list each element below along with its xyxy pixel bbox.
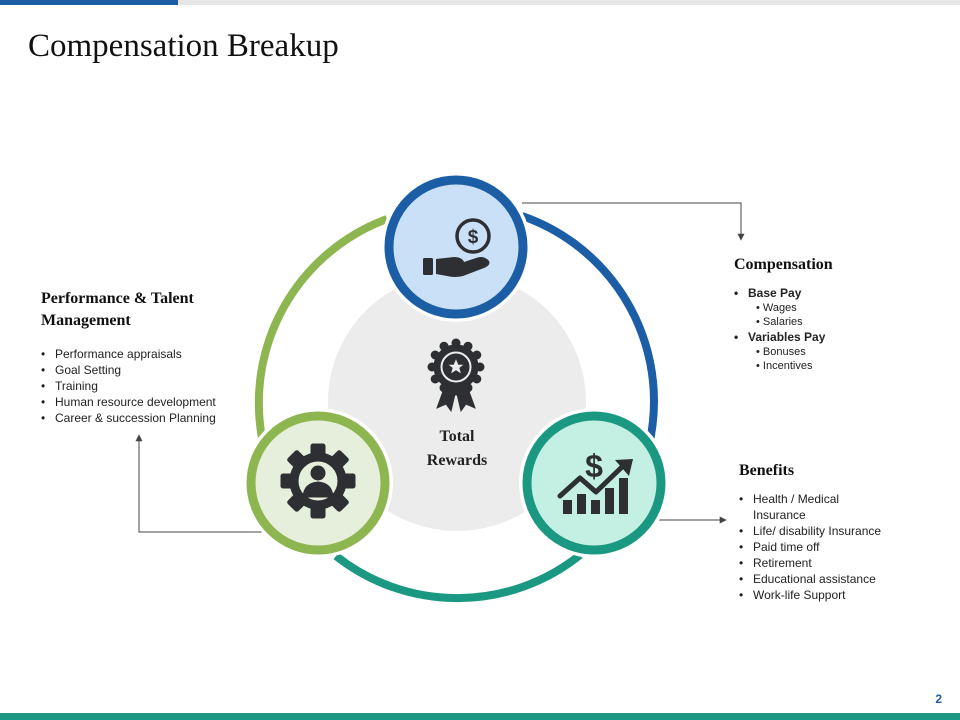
performance-list: Performance appraisals Goal Setting Trai…: [41, 346, 241, 426]
sub-list: Wages Salaries: [748, 301, 934, 329]
svg-text:$: $: [585, 448, 603, 484]
top-bar: [0, 0, 960, 5]
node-benefits: [519, 408, 669, 558]
center-label-line2: Rewards: [426, 452, 488, 469]
sub-list-item: Wages: [756, 301, 934, 315]
ring-segment-green: [254, 215, 389, 439]
compensation-block: Compensation Base Pay Wages Salaries Var…: [734, 254, 934, 373]
node-compensation: [381, 172, 531, 322]
performance-title-line1: Performance & Talent: [41, 290, 194, 307]
compensation-title: Compensation: [734, 256, 833, 273]
list-item: Performance appraisals: [41, 346, 241, 362]
list-item: Work-life Support: [739, 587, 939, 603]
center-label: Total Rewards: [395, 425, 519, 473]
group-label: Base Pay: [748, 286, 802, 300]
compensation-list: Base Pay Wages Salaries Variables Pay Bo…: [734, 285, 934, 373]
performance-title: Performance & Talent Management: [41, 288, 241, 332]
list-item: Career & succession Planning: [41, 410, 241, 426]
list-item: Educational assistance: [739, 571, 939, 587]
list-item-variables-pay: Variables Pay Bonuses Incentives: [734, 329, 934, 373]
performance-block: Performance & Talent Management Performa…: [41, 288, 241, 426]
svg-text:$: $: [468, 227, 479, 248]
sub-list-item: Bonuses: [756, 345, 934, 359]
performance-title-line2: Management: [41, 312, 131, 329]
dollar-growth-chart-icon: $: [557, 448, 633, 514]
group-label: Variables Pay: [748, 330, 826, 344]
list-item: Human resource development: [41, 394, 241, 410]
arrow-to-compensation: [522, 202, 745, 241]
benefits-list: Health / Medical Insurance Life/ disabil…: [739, 491, 939, 603]
sub-list-item: Incentives: [756, 359, 934, 373]
list-item-base-pay: Base Pay Wages Salaries: [734, 285, 934, 329]
list-item: Training: [41, 378, 241, 394]
list-item: Goal Setting: [41, 362, 241, 378]
list-item: Retirement: [739, 555, 939, 571]
benefits-title: Benefits: [739, 462, 795, 479]
award-badge-icon: [427, 338, 485, 413]
arrow-to-performance: [135, 434, 262, 533]
list-item: Paid time off: [739, 539, 939, 555]
ring-segment-teal: [333, 551, 583, 603]
center-label-line1: Total: [439, 428, 475, 445]
sub-list-item: Salaries: [756, 315, 934, 329]
benefits-block: Benefits Health / Medical Insurance Life…: [739, 460, 939, 603]
page-number: 2: [935, 692, 942, 706]
list-item: Health / Medical Insurance: [739, 491, 873, 523]
slide-title: Compensation Breakup: [28, 28, 339, 64]
hand-holding-money-icon: $: [423, 218, 491, 277]
sub-list: Bonuses Incentives: [748, 345, 934, 373]
list-item: Life/ disability Insurance: [739, 523, 939, 539]
top-bar-accent: [0, 0, 178, 5]
gear-person-icon: [280, 443, 356, 519]
bottom-bar: [0, 713, 960, 720]
